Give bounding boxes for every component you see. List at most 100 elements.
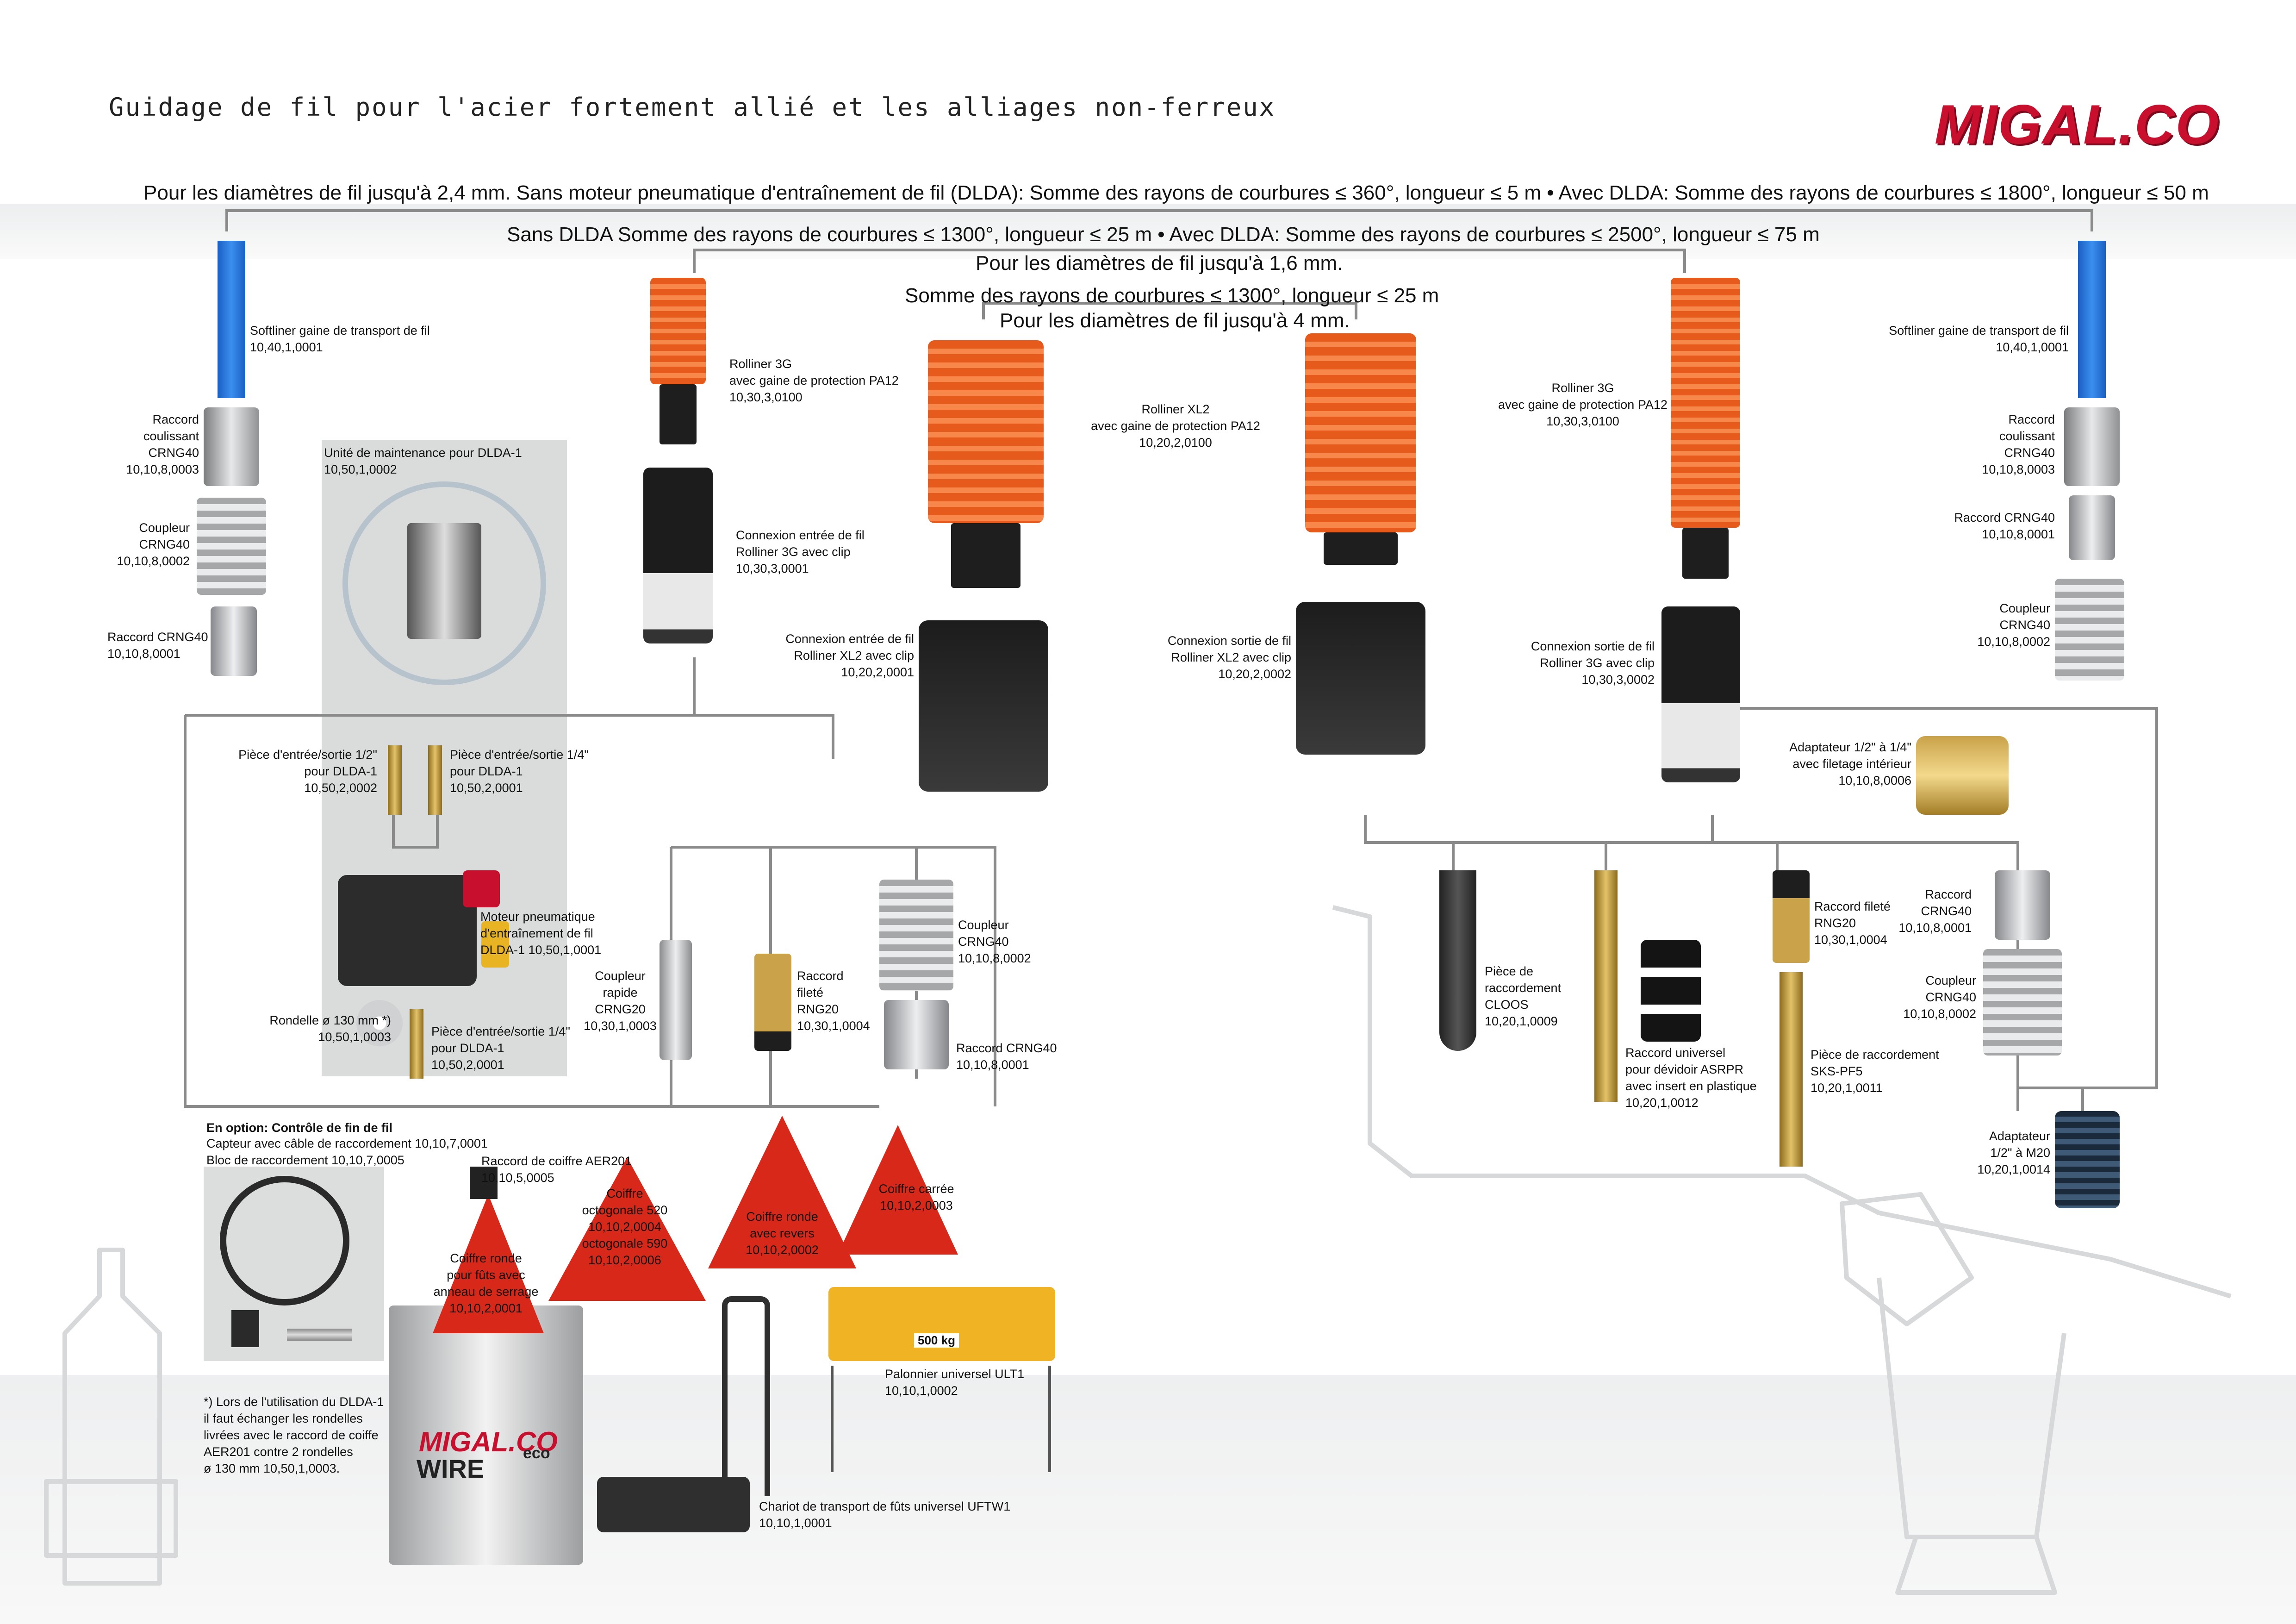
label-coiffe-ronde-revers: Coiffre ronde avec revers 10,10,2,0002 — [746, 1210, 819, 1257]
coiffe-ronde-revers-image — [708, 1116, 856, 1268]
drum-logo: MIGAL.CO — [419, 1426, 558, 1457]
label-coupleur-right: Coupleur CRNG40 10,10,8,0002 — [1977, 601, 2050, 649]
label-rolliner-3g-left: Rolliner 3G avec gaine de protection PA1… — [729, 357, 899, 404]
label-piece-12: Pièce d'entrée/sortie 1/2" pour DLDA-1 1… — [238, 748, 377, 795]
drum-eco: eco — [523, 1444, 550, 1462]
spec-line-2: Sans DLDA Somme des rayons de courbures … — [507, 223, 1820, 246]
label-coupleur-mid: Coupleur CRNG40 10,10,8,0002 — [958, 918, 1031, 965]
drum-cap-image — [470, 1167, 498, 1199]
page-title: Guidage de fil pour l'acier fortement al… — [109, 93, 1276, 122]
label-palonnier: Palonnier universel ULT1 10,10,1,0002 — [885, 1367, 1025, 1398]
label-footnote: *) Lors de l'utilisation du DLDA-1 il fa… — [204, 1395, 384, 1475]
label-connexion-xl2-sortie: Connexion sortie de fil Rolliner XL2 ave… — [1167, 634, 1291, 681]
raccord-universel-image — [1594, 870, 1618, 1102]
connexion-xl2-entree-image — [919, 620, 1048, 792]
raccord-filete-mid-image — [754, 954, 791, 1051]
sensor-block-image — [231, 1310, 259, 1347]
palonnier-hook-right — [1048, 1366, 1051, 1472]
palonnier-image — [828, 1287, 1055, 1361]
piece-14-image — [428, 745, 442, 815]
label-coiffe-octo: Coiffre octogonale 520 10,10,2,0004 octo… — [582, 1187, 668, 1267]
label-connexion-3g-entree: Connexion entrée de fil Rolliner 3G avec… — [736, 528, 865, 575]
connexion-xl2-sortie-image — [1296, 602, 1425, 755]
piece-cloos-image — [1439, 870, 1476, 1051]
label-raccord-crng40-right: Raccord CRNG40 10,10,8,0001 — [1954, 511, 2055, 541]
rolliner-xl2-right-end — [1324, 532, 1398, 565]
label-option-title: En option: Contrôle de fin de fil — [206, 1121, 392, 1135]
softliner-right-image — [2078, 241, 2106, 398]
insert-plastique-image — [1641, 940, 1701, 1042]
raccord-crng40-right-image — [2069, 495, 2115, 560]
label-adaptateur-m20: Adaptateur 1/2" à M20 10,20,1,0014 — [1977, 1129, 2050, 1176]
label-piece-14: Pièce d'entrée/sortie 1/4" pour DLDA-1 1… — [450, 748, 589, 795]
piece-12-image — [388, 745, 402, 815]
label-maintenance: Unité de maintenance pour DLDA-1 10,50,1… — [324, 446, 522, 476]
palonnier-plate: 500 kg — [914, 1333, 959, 1348]
moteur-image — [338, 875, 477, 986]
label-connexion-3g-sortie: Connexion sortie de fil Rolliner 3G avec… — [1531, 639, 1655, 687]
drum-word: WIRE — [417, 1454, 485, 1483]
label-raccord-coulissant-left: Raccord coulissant CRNG40 10,10,8,0003 — [126, 412, 199, 476]
label-piece-14b: Pièce d'entrée/sortie 1/4" pour DLDA-1 1… — [431, 1024, 570, 1072]
label-connexion-xl2-entree: Connexion entrée de fil Rolliner XL2 ave… — [785, 632, 914, 679]
moteur-gauge-image — [481, 921, 509, 968]
label-moteur: Moteur pneumatique d'entraînement de fil… — [480, 910, 602, 957]
raccord-crng40-r2-image — [1995, 870, 2050, 940]
spec-line-1: Pour les diamètres de fil jusqu'à 2,4 mm… — [143, 181, 2209, 204]
label-coupleur-rapide: Coupleur rapide CRNG20 10,30,1,0003 — [584, 969, 657, 1033]
spec-line-5: Pour les diamètres de fil jusqu'à 4 mm. — [1000, 309, 1350, 332]
brand-logo: MIGAL.CO — [1935, 94, 2220, 156]
raccord-crng40-left-image — [211, 606, 257, 676]
connexion-3g-entree-image — [643, 468, 713, 643]
wire-drum-image — [389, 1305, 583, 1565]
sensor-probe-image — [287, 1329, 352, 1341]
palonnier-hook-left — [831, 1366, 834, 1472]
rondelle-image — [356, 1000, 403, 1046]
sensor-cable-image — [220, 1176, 349, 1305]
label-raccord-crng40-mid: Raccord CRNG40 10,10,8,0001 — [956, 1041, 1057, 1072]
label-rolliner-3g-right: Rolliner 3G avec gaine de protection PA1… — [1498, 381, 1668, 428]
label-adaptateur-12-14: Adaptateur 1/2" à 1/4" avec filetage int… — [1789, 740, 1911, 787]
spec-line-3: Pour les diamètres de fil jusqu'à 1,6 mm… — [976, 252, 1343, 275]
piece-skspf5-image — [1780, 972, 1803, 1167]
coupleur-mid-image — [879, 880, 953, 991]
label-piece-skspf5: Pièce de raccordement SKS-PF5 10,20,1,00… — [1811, 1048, 1939, 1095]
label-raccord-crng40-left: Raccord CRNG40 10,10,8,0001 — [107, 630, 208, 661]
label-coupleur-r2: Coupleur CRNG40 10,10,8,0002 — [1903, 974, 1976, 1021]
connexion-3g-sortie-image — [1661, 606, 1740, 782]
label-raccord-coiffe: Raccord de coiffre AER201 10,10,5,0005 — [481, 1154, 632, 1185]
label-softliner-right: Softliner gaine de transport de fil 10,4… — [1889, 324, 2069, 354]
rolliner-3g-right-image — [1671, 278, 1740, 528]
label-coiffe-ronde-fut: Coiffre ronde pour fûts avec anneau de s… — [433, 1251, 539, 1315]
raccord-crng40-mid-image — [884, 1000, 949, 1069]
footer-band — [0, 1375, 2296, 1624]
moteur-knob-image — [463, 870, 500, 907]
label-raccord-crng40-r2: Raccord CRNG40 10,10,8,0001 — [1898, 887, 1972, 935]
rolliner-xl2-left-image — [928, 340, 1044, 523]
label-chariot: Chariot de transport de fûts universel U… — [759, 1499, 1011, 1530]
coiffe-octo-image — [548, 1157, 706, 1301]
rolliner-3g-left-image — [650, 278, 706, 384]
spec-line-4: Somme des rayons de courbures ≤ 1300°, l… — [905, 284, 1439, 307]
coiffe-carree-image — [838, 1125, 958, 1255]
maintenance-regulator-image — [407, 523, 481, 639]
rolliner-3g-right-end — [1682, 528, 1729, 579]
raccord-coulissant-right-image — [2064, 407, 2120, 486]
rolliner-xl2-right-image — [1305, 333, 1416, 532]
label-piece-cloos: Pièce de raccordement CLOOS 10,20,1,0009 — [1485, 964, 1562, 1028]
label-rondelle: Rondelle ø 130 mm *) 10,50,1,0003 — [269, 1013, 391, 1044]
label-coiffe-carree: Coiffre carrée 10,10,2,0003 — [878, 1182, 954, 1212]
chariot-handle — [722, 1296, 770, 1496]
label-rolliner-xl2: Rolliner XL2 avec gaine de protection PA… — [1091, 402, 1260, 450]
rolliner-xl2-left-end — [951, 523, 1020, 588]
label-raccord-filete-right: Raccord fileté RNG20 10,30,1,0004 — [1814, 899, 1891, 947]
softliner-left-image — [218, 241, 245, 398]
adaptateur-12-14-image — [1916, 736, 2009, 815]
label-coupleur-left: Coupleur CRNG40 10,10,8,0002 — [117, 521, 190, 568]
piece-14b-image — [410, 1009, 423, 1079]
coupleur-rapide-image — [660, 940, 692, 1060]
raccord-filete-right-image — [1773, 870, 1810, 963]
label-raccord-coulissant-right: Raccord coulissant CRNG40 10,10,8,0003 — [1982, 412, 2055, 476]
coupleur-r2-image — [1983, 949, 2062, 1056]
